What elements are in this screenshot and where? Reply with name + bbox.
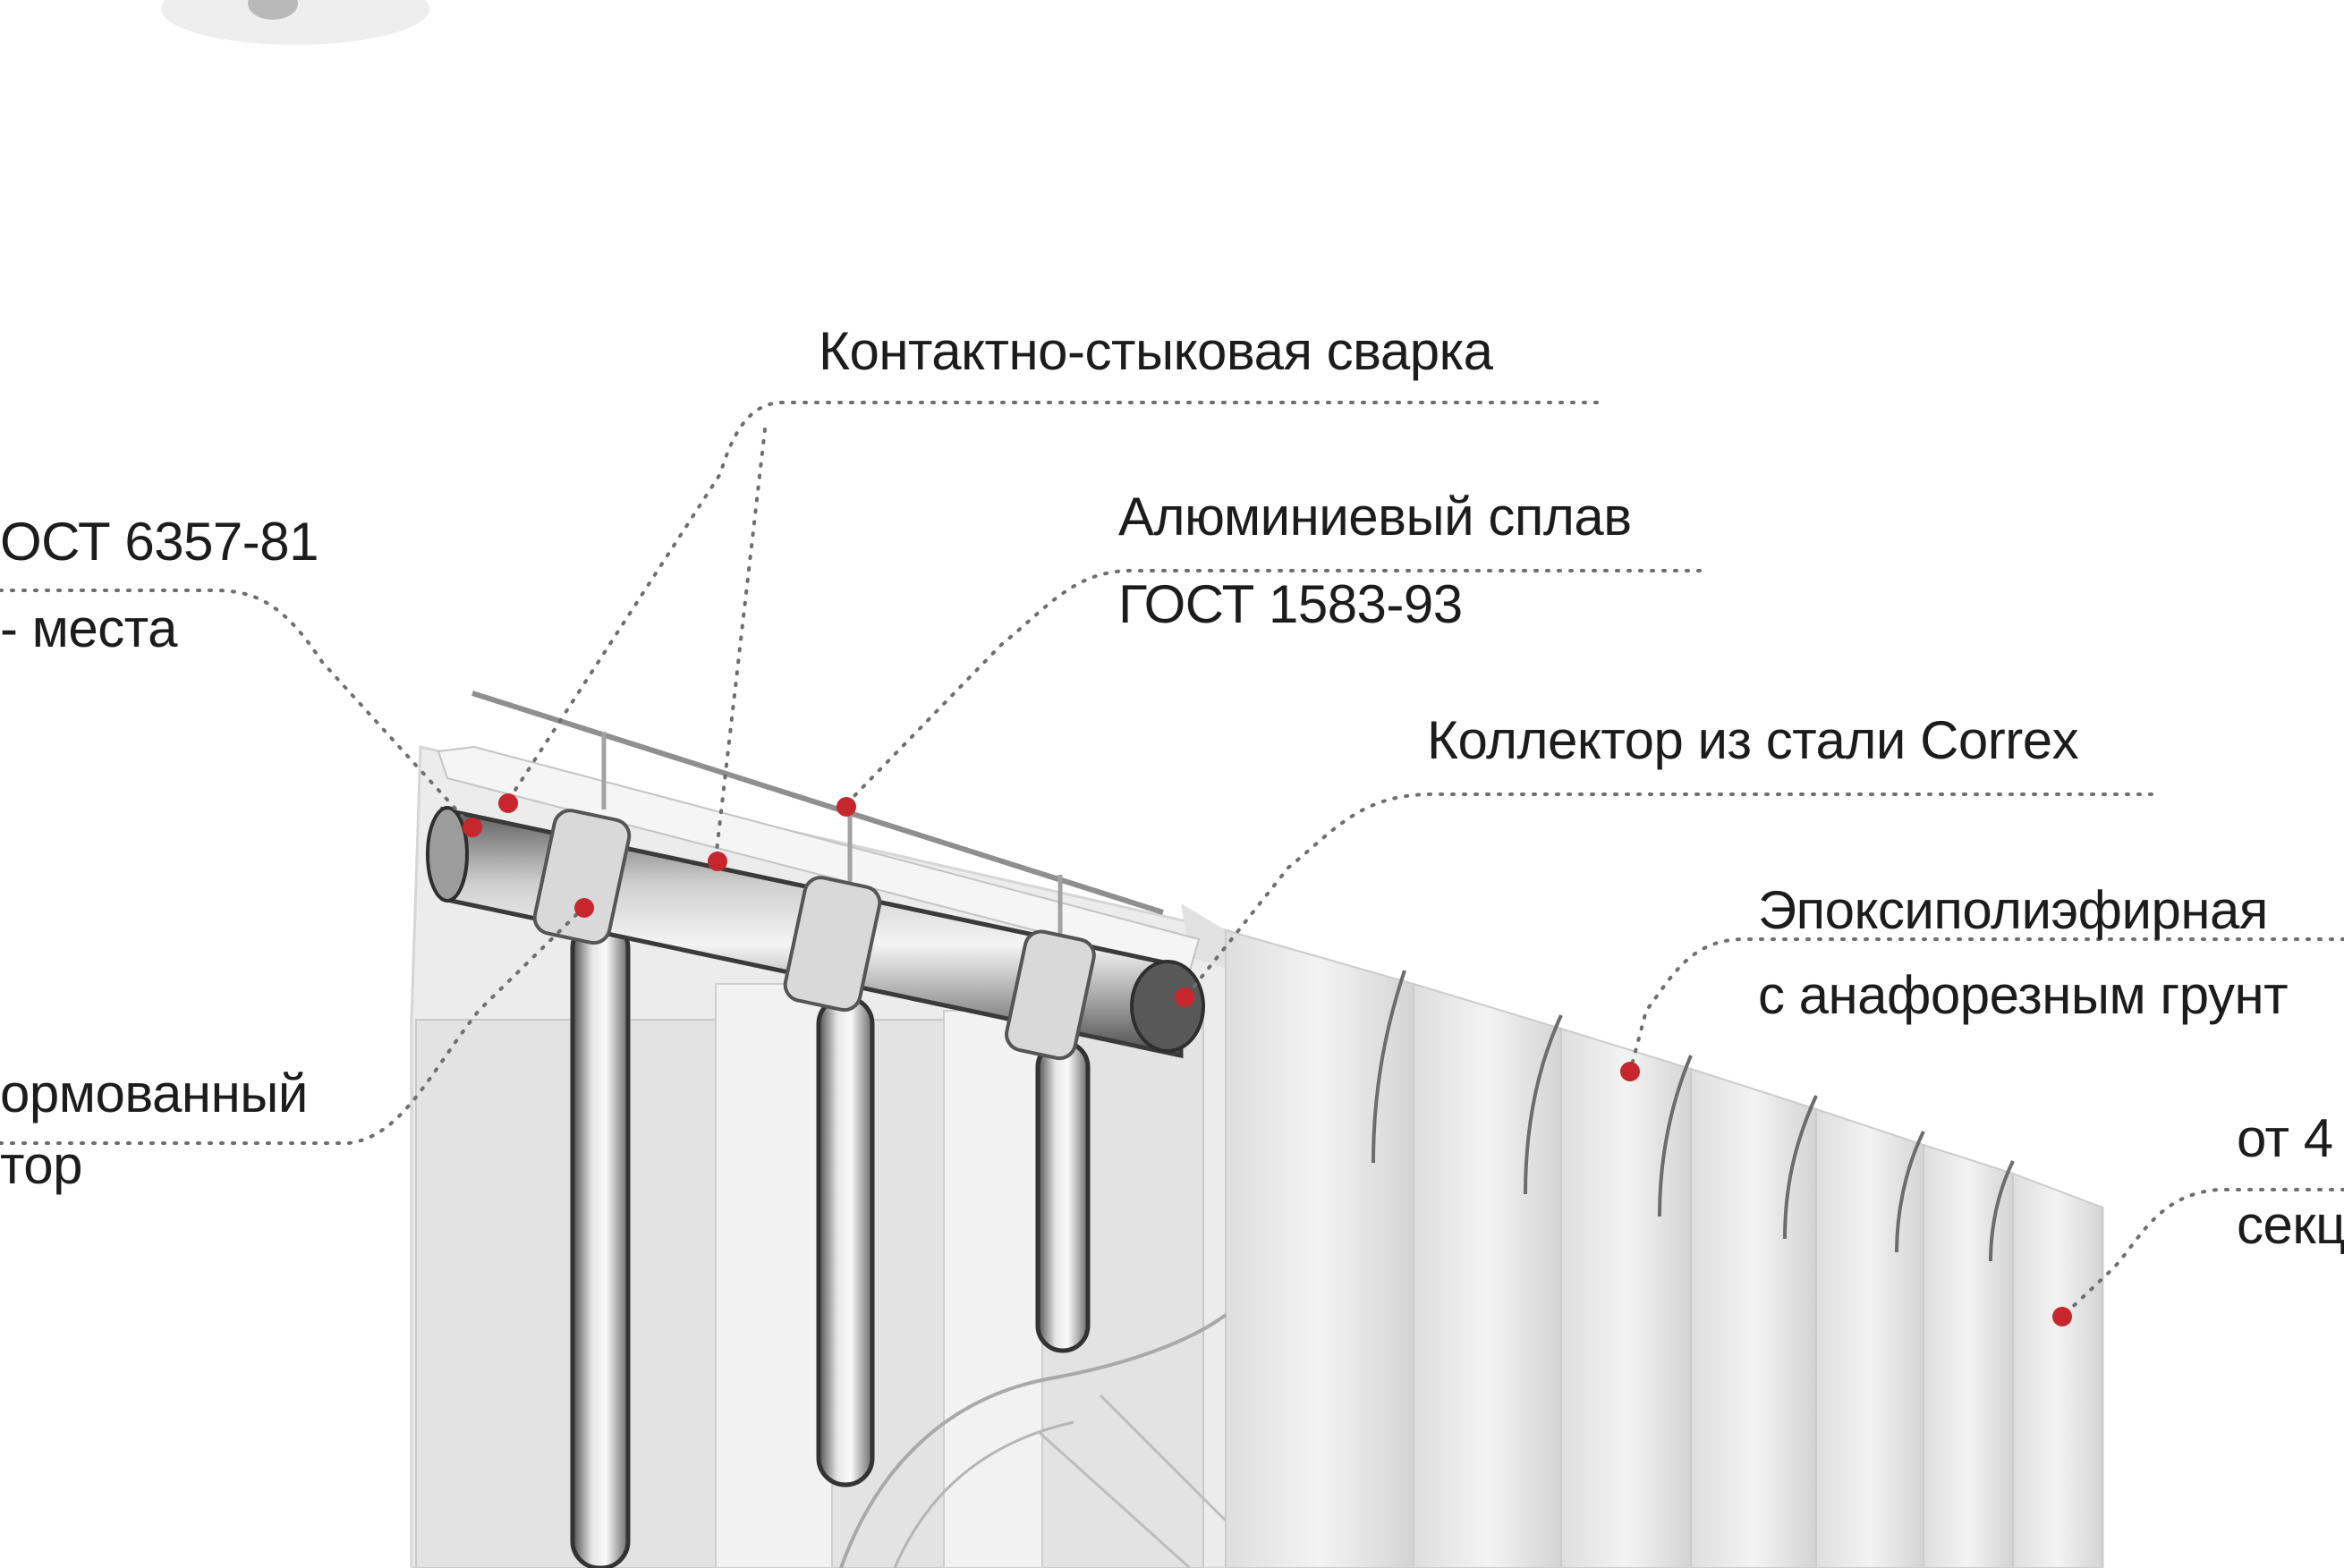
- leader-lines: [0, 401, 2344, 1318]
- label-epoxy-coating: Эпоксиполиэфирная: [1758, 880, 2268, 940]
- leader-coating: [1628, 937, 2344, 1073]
- markers: [463, 793, 2072, 1326]
- label-sections-unit: секц: [2237, 1195, 2344, 1255]
- label-gost-thread-places: - места: [0, 598, 177, 658]
- label-molded-collector-end: тор: [0, 1135, 83, 1195]
- marker-welding-2: [708, 852, 727, 871]
- leader-sections: [2060, 1188, 2344, 1318]
- marker-coating: [1620, 1062, 1640, 1081]
- fin-curves: [1372, 970, 2015, 1262]
- vertical-risers: [570, 919, 1091, 1568]
- label-gost-thread-standard: ОСТ 6357-81: [0, 512, 319, 572]
- marker-gost: [463, 818, 482, 837]
- marker-molded: [574, 898, 594, 918]
- marker-sections: [2052, 1307, 2072, 1326]
- top-rail: [437, 691, 1201, 972]
- radiator-sections: [1225, 928, 2103, 1568]
- marker-collector: [1175, 987, 1194, 1007]
- leader-gost: [0, 589, 474, 829]
- radiator-body: [410, 691, 2104, 1568]
- label-aluminum-alloy: Алюминиевый сплав: [1118, 487, 1632, 547]
- marker-alloy: [837, 797, 856, 817]
- label-contact-butt-welding: Контактно-стыковая сварка: [819, 321, 1493, 381]
- label-steel-collector: Коллектор из стали Correx: [1427, 710, 2079, 770]
- leader-collector: [1184, 792, 2153, 999]
- steel-collector-tube: [426, 806, 1205, 1061]
- corner-fragment: [161, 0, 429, 45]
- marker-welding-1: [498, 793, 518, 813]
- leader-alloy: [844, 569, 1702, 807]
- leader-molded: [0, 906, 585, 1145]
- label-sections-count: от 4: [2237, 1108, 2333, 1168]
- label-molded-collector: ормованный: [0, 1064, 308, 1123]
- label-aluminum-alloy-standard: ГОСТ 1583-93: [1118, 574, 1463, 634]
- leader-welding: [504, 401, 1599, 860]
- label-anaphoresis-primer: с анафорезным грунт: [1758, 965, 2289, 1025]
